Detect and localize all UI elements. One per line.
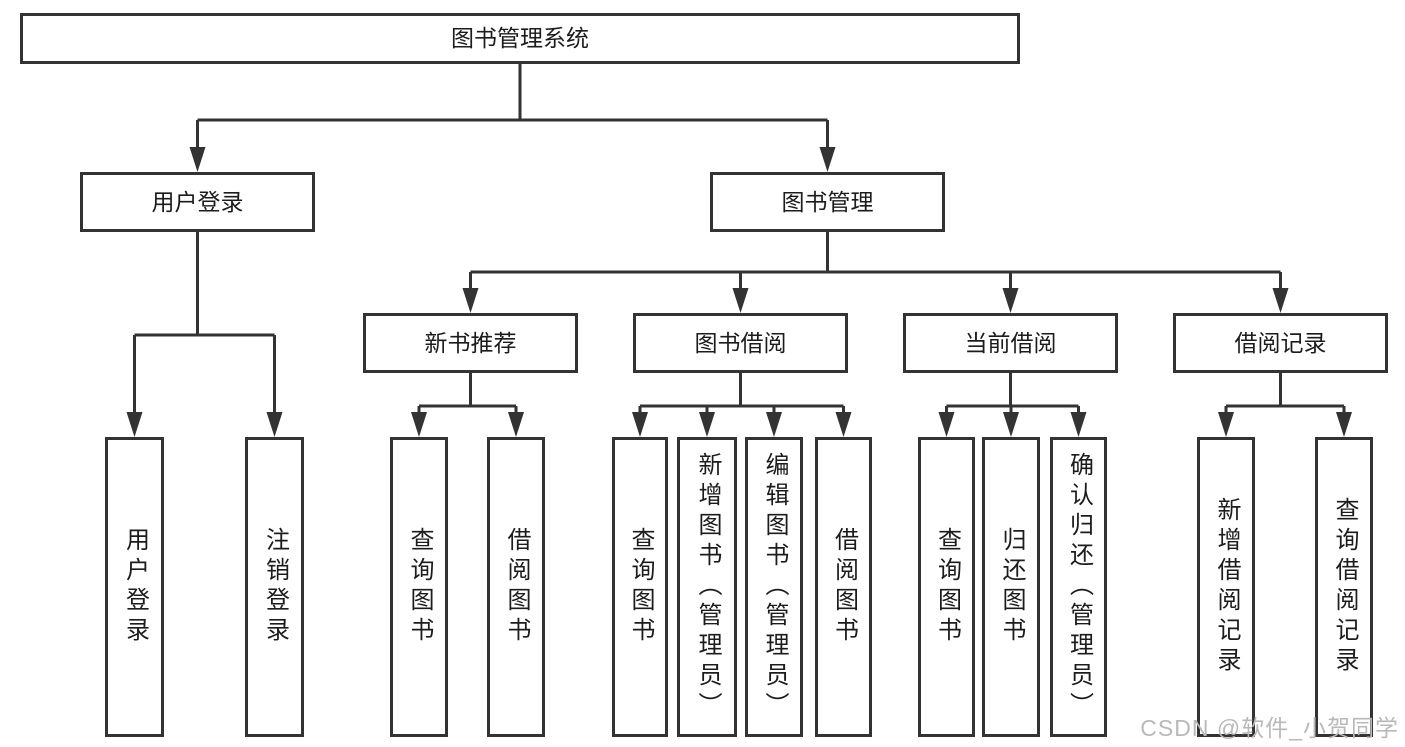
node-user-login: 用户登录: [80, 172, 315, 232]
leaf-edit-books-admin: 编辑图书（管理员）: [745, 437, 803, 737]
csdn-watermark: CSDN @软件_小贺同学: [1140, 715, 1399, 741]
leaf-borrow-books-recommend: 借阅图书: [487, 437, 545, 737]
node-borrowing-records: 借阅记录: [1173, 313, 1388, 373]
node-book-management: 图书管理: [710, 172, 945, 232]
leaf-query-books-current: 查询图书: [918, 437, 975, 737]
leaf-borrow-books: 借阅图书: [815, 437, 872, 737]
leaf-query-books-recommend: 查询图书: [390, 437, 448, 737]
node-library-management-system: 图书管理系统: [20, 13, 1020, 64]
node-book-borrowing: 图书借阅: [633, 313, 848, 373]
leaf-return-books: 归还图书: [982, 437, 1040, 737]
leaf-logout: 注销登录: [245, 437, 304, 737]
leaf-query-borrow-record: 查询借阅记录: [1315, 437, 1373, 737]
leaf-user-login: 用户登录: [105, 437, 164, 737]
node-current-borrowing: 当前借阅: [903, 313, 1118, 373]
arrowhead-group: [126, 147, 1352, 437]
leaf-add-borrow-record: 新增借阅记录: [1197, 437, 1255, 737]
node-new-book-recommendation: 新书推荐: [363, 313, 578, 373]
leaf-add-books-admin: 新增图书（管理员）: [677, 437, 737, 737]
leaf-confirm-return-admin: 确认归还（管理员）: [1050, 437, 1107, 737]
leaf-query-books-borrowing: 查询图书: [612, 437, 668, 737]
